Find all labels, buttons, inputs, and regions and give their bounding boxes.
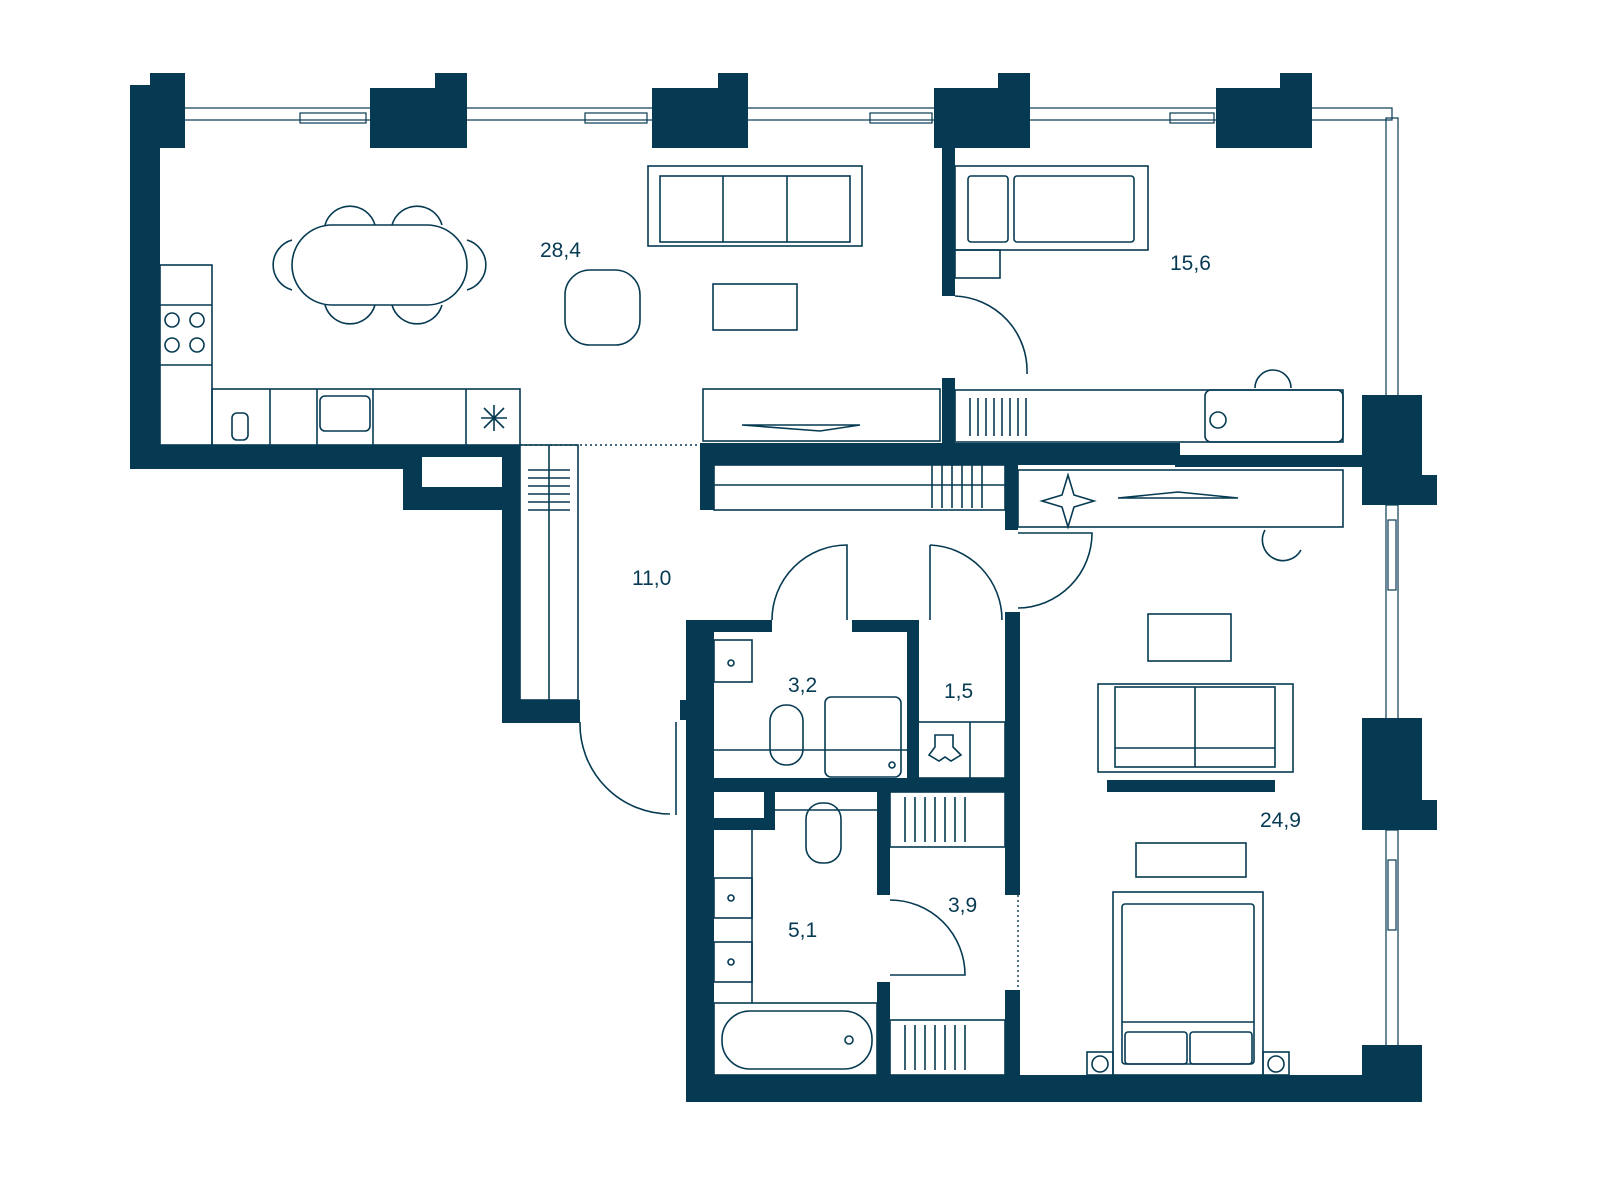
room-area-living-kitchen: 28,4 <box>540 239 581 262</box>
dining-table <box>272 205 487 325</box>
room-area-closet: 1,5 <box>944 680 973 703</box>
doors <box>579 532 1093 976</box>
bathroom-fixtures <box>713 639 1006 1076</box>
room-area-bedroom-small: 15,6 <box>1170 252 1211 275</box>
kitchen-counter <box>159 264 521 446</box>
walls <box>130 73 1437 1102</box>
room-area-bathroom-master: 5,1 <box>788 919 817 942</box>
bed-small <box>954 165 1344 443</box>
room-area-hallway: 11,0 <box>632 567 671 590</box>
room-area-bathroom-small: 3,2 <box>788 674 817 697</box>
room-area-bedroom-master: 24,9 <box>1260 809 1301 832</box>
sofa <box>564 165 863 346</box>
master-bedroom-furniture <box>1086 613 1294 1076</box>
windows <box>183 107 1399 1047</box>
room-area-dressing-room: 3,9 <box>948 894 977 917</box>
wardrobes <box>519 388 1344 990</box>
